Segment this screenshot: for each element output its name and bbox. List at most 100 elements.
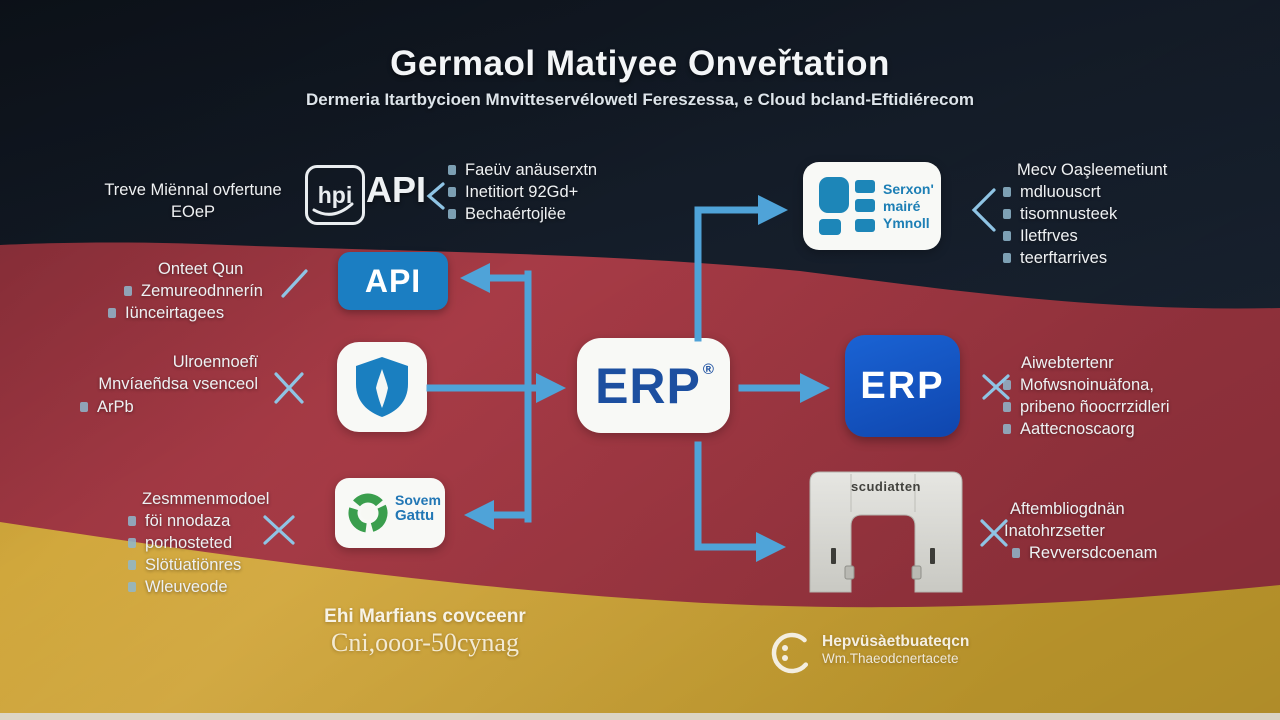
- page-subtitle: Dermeria Itartbycioen Mnvitteservélowetl…: [306, 90, 974, 109]
- erp-center-node: ERP ®: [577, 338, 730, 433]
- bottom-strip: [0, 713, 1280, 720]
- label-left-4: Zesmmenmodoel föi nnodaza porhosteted Sl…: [128, 488, 269, 598]
- list-item-label: Slötüatiönres: [145, 555, 242, 574]
- bullet-square-icon: [128, 538, 136, 548]
- bullet-square-icon: [448, 209, 456, 219]
- list-item-label: ArPb: [97, 397, 134, 416]
- bullet-square-icon: [80, 402, 88, 412]
- label-left-1-line2: EOeP: [170, 203, 216, 221]
- ring-logo-icon: [771, 632, 813, 674]
- api-chip-icon: hpi: [305, 165, 365, 225]
- api-chip-text: hpi: [317, 181, 353, 208]
- label-left-3-line2: Mnvíaeñdsa vsenceol: [98, 375, 258, 393]
- shield-icon: [356, 357, 408, 417]
- bullet-square-icon: [1012, 548, 1020, 558]
- label-left-3: Ulroennoefï Mnvíaeñdsa vsenceol: [60, 351, 258, 395]
- bullet-square-icon: [1003, 209, 1011, 219]
- server-text: Serxon' mairé Ymnoll: [883, 181, 934, 232]
- list-item: Revversdcoenam: [1012, 542, 1157, 564]
- list-item: Bechaértojlëe: [448, 203, 597, 225]
- bullet-square-icon: [128, 560, 136, 570]
- green-logo-tile: Sovem Gattu: [335, 478, 445, 548]
- list-item-label: Iletfrves: [1020, 226, 1078, 245]
- list-item-label: Revversdcoenam: [1029, 543, 1158, 562]
- list-item: teerftarrives: [1003, 247, 1167, 269]
- erp-center-label: ERP: [595, 357, 701, 414]
- list-item: Iünceirtagees: [108, 302, 263, 324]
- server-line1: Serxon': [883, 181, 934, 197]
- server-line2: mairé: [883, 198, 921, 214]
- bullet-square-icon: [1003, 402, 1011, 412]
- label-left-2-heading: Onteet Qun: [158, 260, 244, 278]
- label-left-2: Onteet Qun Zemureodnnerín Iünceirtagees: [100, 258, 263, 324]
- green-logo-text: Sovem Gattu: [395, 492, 441, 524]
- list-item-label: Faeüv anäuserxtn: [465, 160, 598, 179]
- page-title: Germaol Matiyee Onveřtation: [390, 44, 890, 83]
- green-logo-line1: Sovem: [395, 492, 441, 508]
- security-gate-icon: [809, 471, 963, 593]
- bullet-square-icon: [128, 582, 136, 592]
- list-item-label: Aattecnoscaorg: [1020, 419, 1135, 438]
- list-item-label: porhosteted: [145, 533, 233, 552]
- list-item-label: mdluouscrt: [1020, 182, 1101, 201]
- bullet-square-icon: [1003, 380, 1011, 390]
- chip-swoosh-icon: [312, 202, 354, 216]
- list-item: Faeüv anäuserxtn: [448, 159, 597, 181]
- list-item-label: Wleuveode: [145, 577, 228, 596]
- list-item-label: Inetitiort 92Gd+: [465, 182, 579, 201]
- list-item-label: föi nnodaza: [145, 511, 231, 530]
- server-blocks-icon: [819, 177, 875, 235]
- list-item: Inetitiort 92Gd+: [448, 181, 597, 203]
- list-right-1-heading: Mecv Oaşleemetiunt: [1017, 161, 1168, 179]
- server-tile: Serxon' mairé Ymnoll: [803, 162, 941, 250]
- bullet-square-icon: [128, 516, 136, 526]
- registered-mark: ®: [702, 361, 714, 378]
- list-item: pribeno ñoocrrzidleri: [1003, 396, 1170, 418]
- green-logo-line2: Gattu: [395, 507, 435, 524]
- list-item-label: Mofwsnoinuäfona,: [1020, 375, 1154, 394]
- bullet-square-icon: [448, 165, 456, 175]
- list-item-label: tisomnusteek: [1020, 204, 1118, 223]
- list-right-3: Aftembliogdnän Inatohrzsetter Revversdco…: [1000, 498, 1157, 564]
- api-headline: API: [366, 169, 427, 210]
- bullet-square-icon: [1003, 187, 1011, 197]
- label-left-4-heading: Zesmmenmodoel: [142, 490, 270, 508]
- list-right-2-heading: Aiwebtertenr: [1021, 354, 1114, 372]
- bullet-square-icon: [1003, 424, 1011, 434]
- bullet-square-icon: [108, 308, 116, 318]
- footer-right-line1: Hepvüsàetbuateqcn: [822, 633, 970, 650]
- list-right-3-line2: Inatohrzsetter: [1004, 522, 1105, 540]
- list-item: Aattecnoscaorg: [1003, 418, 1170, 440]
- api-node-label: API: [364, 262, 422, 299]
- shield-tile: [337, 342, 427, 432]
- api-node: API: [338, 252, 448, 310]
- footer-right-line2: Wm.Thaeodcnertacete: [822, 651, 959, 666]
- api-bullet-list: Faeüv anäuserxtn Inetitiort 92Gd+ Bechaé…: [448, 159, 597, 225]
- footer-right: Hepvüsàetbuateqcn Wm.Thaeodcnertacete: [822, 633, 969, 666]
- list-item: mdluouscrt: [1003, 181, 1167, 203]
- list-item-label: Zemureodnnerín: [141, 281, 263, 300]
- server-line3: Ymnoll: [883, 215, 930, 231]
- list-item: föi nnodaza: [128, 510, 269, 532]
- list-item-label: Bechaértojlëe: [465, 204, 566, 223]
- list-item-label: Iünceirtagees: [125, 303, 225, 322]
- erp-right-node: ERP: [845, 335, 960, 437]
- label-left-3-line1: Ulroennoefï: [172, 353, 258, 371]
- list-item-label: teerftarrives: [1020, 248, 1108, 267]
- bullet-square-icon: [1003, 231, 1011, 241]
- list-item: Wleuveode: [128, 576, 269, 598]
- list-right-1: Mecv Oaşleemetiunt mdluouscrt tisomnuste…: [1003, 159, 1167, 269]
- list-item: tisomnusteek: [1003, 203, 1167, 225]
- erp-right-label: ERP: [860, 364, 945, 407]
- bullet-square-icon: [124, 286, 132, 296]
- footer-left-line1: Ehi Marfians covceenr: [324, 606, 526, 627]
- label-left-1: Treve Miënnal ovfertune EOeP: [86, 179, 300, 223]
- bullet-square-icon: [448, 187, 456, 197]
- list-right-2: Aiwebtertenr Mofwsnoinuäfona, pribeno ño…: [1003, 352, 1170, 440]
- list-item: Zemureodnnerín: [124, 280, 263, 302]
- list-item: Slötüatiönres: [128, 554, 269, 576]
- bullet-square-icon: [1003, 253, 1011, 263]
- footer-left: Ehi Marfians covceenr Cni,ooor-50cynag: [285, 606, 565, 658]
